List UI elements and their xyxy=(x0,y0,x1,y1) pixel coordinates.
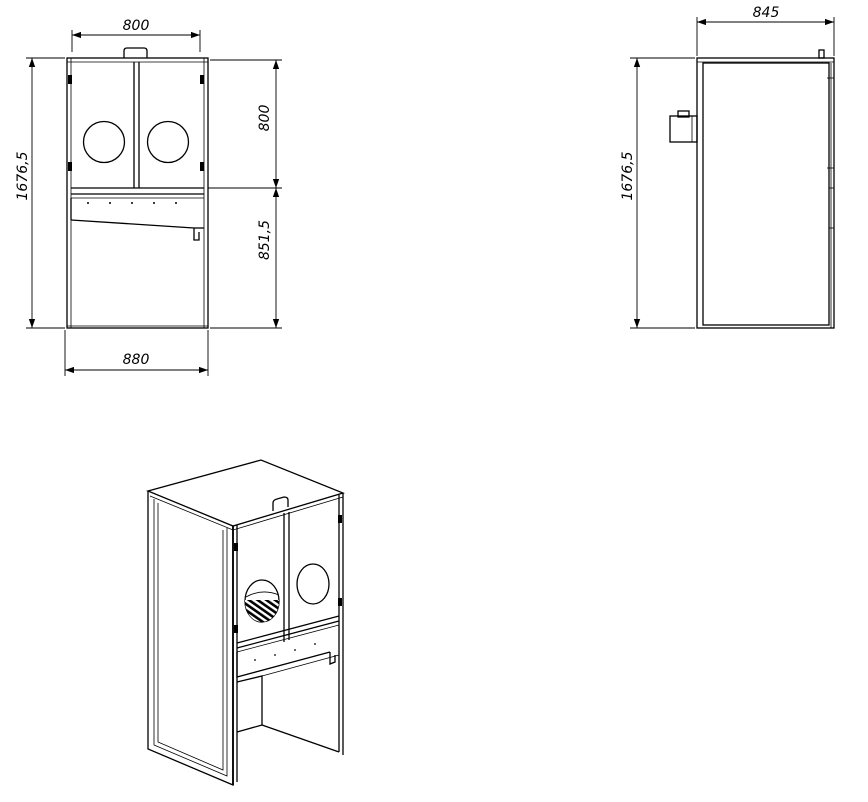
iso-hinge-icon xyxy=(338,598,342,606)
dim-bottom-width: 880 xyxy=(123,352,150,368)
iso-hinge-icon xyxy=(338,515,342,523)
iso-hinge-icon xyxy=(234,543,238,551)
front-view: 800 1676,5 800 851,5 880 xyxy=(15,18,282,376)
iso-tray xyxy=(236,651,331,678)
front-top-handle xyxy=(123,47,148,58)
front-right-port-circle xyxy=(146,120,190,164)
front-hinge-icon xyxy=(68,75,72,84)
front-hinge-icon xyxy=(200,75,204,84)
iso-top-face xyxy=(145,459,345,527)
side-view-outline xyxy=(696,57,835,329)
iso-lower-opening xyxy=(236,675,263,733)
side-view-inner-panel xyxy=(702,62,830,326)
front-hinge-icon xyxy=(200,162,204,171)
front-hinge-icon xyxy=(68,162,72,171)
side-top-knob xyxy=(818,49,825,59)
dim-lower-height: 851,5 xyxy=(257,220,273,260)
front-tray-slope xyxy=(70,219,195,229)
iso-hinge-icon xyxy=(234,625,238,633)
front-view-outline xyxy=(66,57,209,329)
side-motor-box xyxy=(669,115,698,143)
iso-left-side-panel xyxy=(147,491,234,786)
side-view: 845 1676,5 xyxy=(620,5,835,329)
iso-right-port-circle xyxy=(296,563,330,605)
dim-top-width: 800 xyxy=(123,18,150,34)
iso-top-handle xyxy=(272,496,289,511)
dim-side-total-height: 1676,5 xyxy=(620,151,636,200)
front-latch xyxy=(193,228,200,241)
isometric-view xyxy=(145,459,345,786)
iso-shelf xyxy=(236,615,340,644)
dim-depth: 845 xyxy=(753,5,780,21)
front-left-port-circle xyxy=(82,120,126,164)
dim-upper-height: 800 xyxy=(257,105,273,132)
iso-latch xyxy=(329,652,336,665)
dim-total-height: 1676,5 xyxy=(15,151,31,200)
